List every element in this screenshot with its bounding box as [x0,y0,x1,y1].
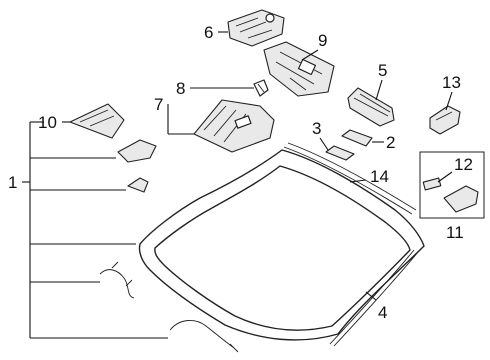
part-2-pad [341,129,373,147]
part-5-rearview-mirror [347,87,395,127]
callout-8: 8 [176,79,185,98]
callout-9: 9 [318,31,327,50]
callout-14: 14 [370,167,389,186]
parts-11-12-box [419,151,485,219]
callout-4: 4 [378,303,387,322]
wiring-harness-lower [169,320,239,353]
part-8-clip [253,79,269,97]
callout-7: 7 [154,95,163,114]
upper-molding-strip [283,142,417,215]
callout-3: 3 [312,119,321,138]
part-12-tape [422,177,442,191]
callout-labels: 1 10 6 9 8 7 5 13 3 2 12 14 11 4 [8,23,473,322]
part-9-sensor-bracket [263,41,335,97]
windshield-glass [138,149,425,341]
callout-6: 6 [204,23,213,42]
callout-10: 10 [38,113,57,132]
callout-1: 1 [8,173,17,192]
part-7-cover [193,99,275,153]
part-6-bracket [227,9,285,47]
left-bracket-upper [117,139,157,163]
callout-2: 2 [386,133,395,152]
left-bracket-lower [127,177,149,193]
wiring-harness-upper [99,261,135,299]
part-3-pad [325,145,355,161]
part-10-triangle-trim [69,103,125,139]
callout-12: 12 [454,155,473,174]
leader-lines [22,31,453,339]
part-11-sensor [443,185,479,213]
callout-5: 5 [378,61,387,80]
callout-11: 11 [446,223,464,242]
callout-13: 13 [442,73,461,92]
part-13-sensor-cover [429,105,461,135]
